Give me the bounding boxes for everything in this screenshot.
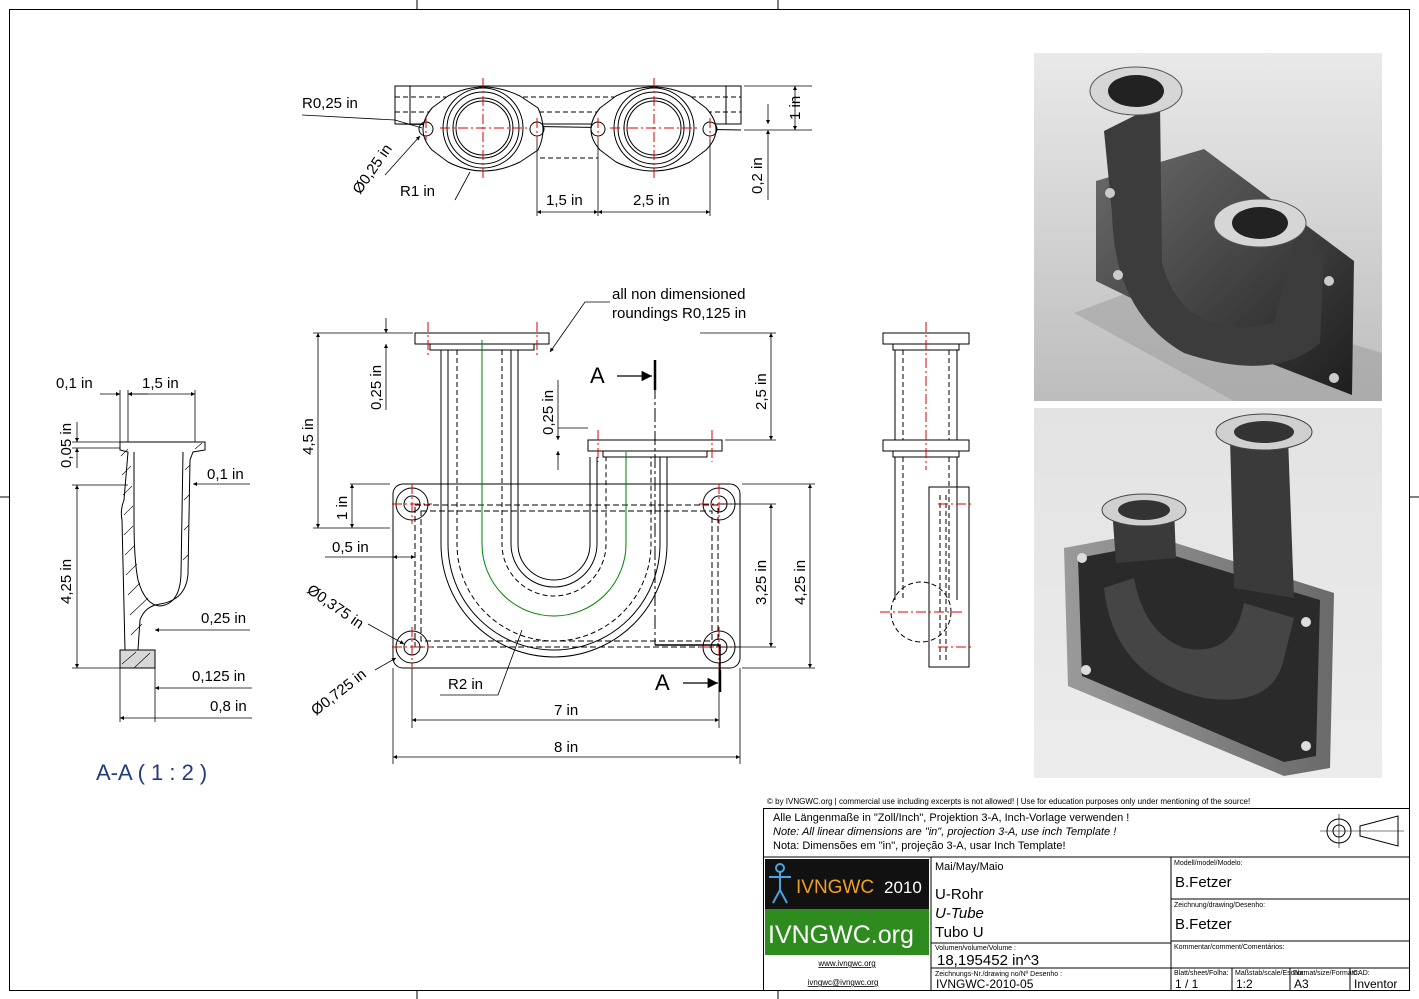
dim-r025: R0,25 in (302, 95, 358, 112)
dim-2-5-front: 2,5 in (753, 373, 770, 410)
drawing-no-value: IVNGWC-2010-05 (936, 977, 1034, 991)
section-view-hatch (120, 442, 203, 669)
note-de: Alle Längenmaße in "Zoll/Inch", Projekti… (773, 812, 1129, 824)
dim-0-125: 0,125 in (192, 668, 245, 685)
volume-label: Volumen/volume/Volume : (935, 945, 1016, 952)
dim-3-25: 3,25 in (753, 560, 770, 605)
scale-label: Maßstab/scale/Escala: (1235, 970, 1305, 977)
front-view-dims (313, 301, 815, 764)
render-iso-view-image (1034, 408, 1382, 778)
scale-value: 1:2 (1236, 977, 1253, 991)
note-line-2: roundings R0,125 in (612, 305, 746, 322)
drawing-by: B.Fetzer (1175, 916, 1232, 933)
note-line-1: all non dimensioned (612, 286, 745, 303)
logo-name: IVNGWC (796, 877, 874, 898)
copyright-notice: © by IVNGWC.org | commercial use includi… (767, 797, 1250, 806)
dim-0-25-b: 0,25 in (540, 390, 557, 435)
dim-dia025: Ø0,25 in (349, 141, 395, 197)
section-view (119, 441, 206, 669)
front-view-labels: all non dimensioned roundings R0,125 in … (300, 286, 809, 756)
note-pt: Nota: Dimensões em "in", projeção 3-A, u… (773, 840, 1066, 852)
render-top-view-image (1034, 53, 1382, 401)
top-view-labels: R0,25 in Ø0,25 in R1 in 1,5 in 2,5 in 1 … (302, 95, 804, 209)
dim-0-05: 0,05 in (58, 423, 75, 468)
drawing-label: Zeichnung/drawing/Desenho: (1174, 902, 1265, 909)
dim-1: 1 in (787, 96, 804, 120)
volume-value: 18,195452 in^3 (937, 952, 1039, 969)
front-view-centerlines (392, 322, 739, 667)
dim-0-2: 0,2 in (749, 157, 766, 194)
dim-dia-0-725: Ø0,725 in (308, 666, 370, 719)
dim-4-25-front: 4,25 in (792, 560, 809, 605)
dim-7: 7 in (554, 702, 578, 719)
title-block-notes: Alle Längenmaße in "Zoll/Inch", Projekti… (773, 812, 1129, 852)
www-link[interactable]: www.ivngwc.org (817, 959, 875, 968)
part-name-pt: Tubo U (935, 924, 984, 941)
section-title: A-A ( 1 : 2 ) (96, 760, 207, 785)
section-view-dims (72, 390, 252, 722)
ivngwc-logo: IVNGWC 2010 IVNGWC.org (765, 859, 929, 955)
format-label: Format/size/Formato: (1293, 970, 1360, 977)
dim-0-1-b: 0,1 in (207, 466, 244, 483)
dim-1-front: 1 in (334, 496, 351, 520)
dim-r1: R1 in (400, 183, 435, 200)
top-view-centerlines (425, 78, 711, 180)
logo-org: IVNGWC.org (768, 921, 914, 949)
model-by: B.Fetzer (1175, 874, 1232, 891)
title-block-fields: Mai/May/Maio U-Rohr U-Tube Tubo U Volume… (935, 860, 1397, 991)
model-label: Modell/model/Modelo: (1174, 860, 1243, 867)
side-view-centerlines (880, 322, 972, 648)
section-view-labels: 0,1 in 1,5 in 0,05 in 0,1 in 4,25 in 0,2… (56, 375, 247, 785)
part-name-en: U-Tube (935, 905, 984, 922)
dim-2-5: 2,5 in (633, 192, 670, 209)
dim-4-5: 4,5 in (300, 418, 317, 455)
cad-label: CAD: (1353, 970, 1370, 977)
dim-1-5: 1,5 in (546, 192, 583, 209)
top-view-dims (301, 85, 812, 216)
front-view-green-path (481, 340, 627, 617)
logo-figure-icon (769, 863, 791, 904)
title-block (763, 808, 1410, 991)
front-view (392, 332, 741, 669)
dim-0-5: 0,5 in (332, 539, 369, 556)
section-mark-top: A (590, 363, 605, 388)
dim-0-1-a: 0,1 in (56, 375, 93, 392)
dim-8: 8 in (554, 739, 578, 756)
note-en: Note: All linear dimensions are "in", pr… (773, 826, 1116, 838)
part-name-de: U-Rohr (935, 886, 983, 903)
dim-dia-0-375: Ø0,375 in (304, 581, 367, 632)
section-line (617, 360, 722, 692)
sheet-value: 1 / 1 (1175, 977, 1199, 991)
comment-label: Kommentar/comment/Comentários: (1174, 944, 1285, 951)
dim-4-25-section: 4,25 in (58, 559, 75, 604)
sheet-label: Blatt/sheet/Folha: (1174, 970, 1229, 977)
format-value: A3 (1294, 977, 1309, 991)
email-link[interactable]: ivngwc@ivngwc.org (808, 978, 879, 987)
date-field: Mai/May/Maio (935, 861, 1003, 873)
dim-0-25-a: 0,25 in (368, 365, 385, 410)
section-mark-bottom: A (655, 670, 670, 695)
drawing-no-label: Zeichnungs-Nr./drawing no/Nº Desenho : (935, 971, 1062, 978)
dim-0-8: 0,8 in (210, 698, 247, 715)
dim-0-25-section: 0,25 in (201, 610, 246, 627)
cad-value: Inventor (1354, 977, 1397, 991)
logo-year: 2010 (884, 878, 922, 897)
dim-r2: R2 in (448, 676, 483, 693)
dim-1-5-section: 1,5 in (142, 375, 179, 392)
